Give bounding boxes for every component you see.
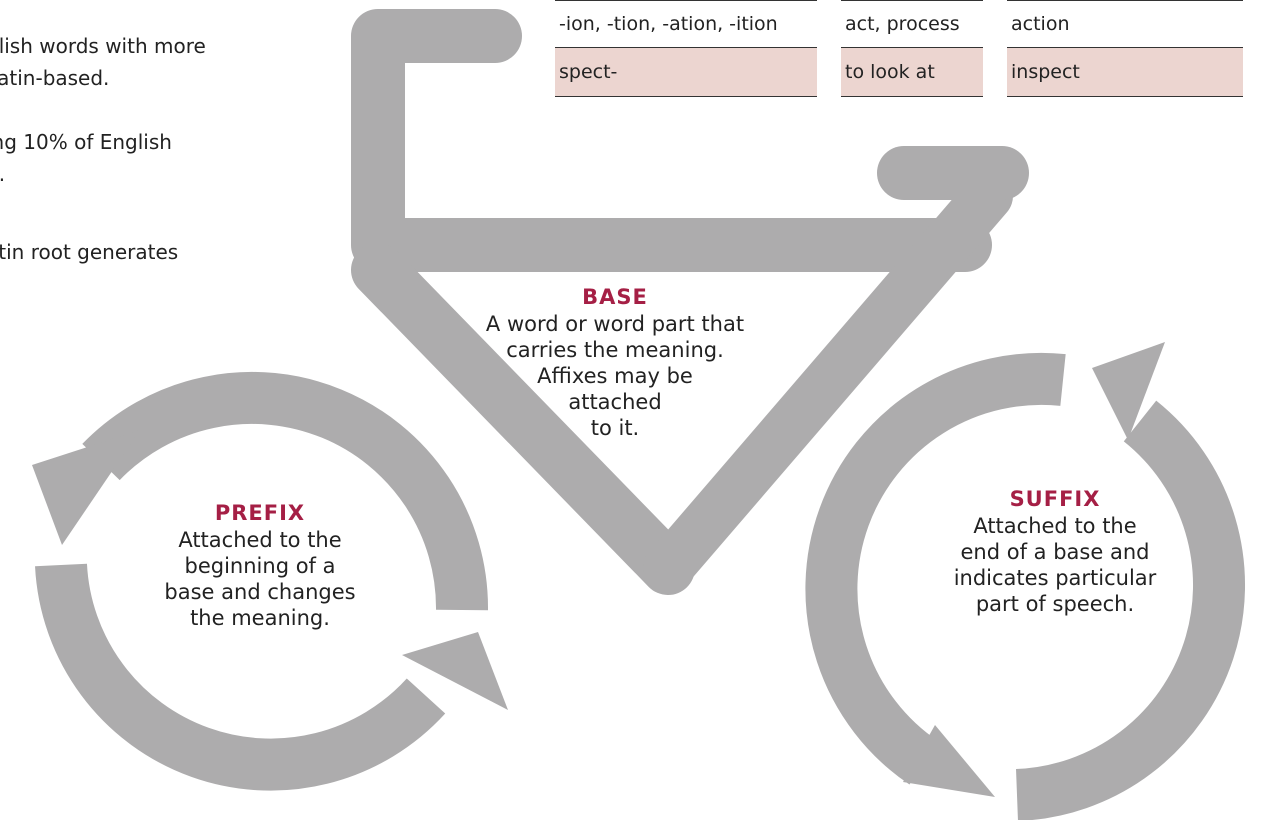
- example-cell: inspect: [1007, 48, 1243, 97]
- prefix-description: Attached to the beginning of a base and …: [164, 528, 356, 630]
- prefix-heading: PREFIX: [214, 501, 306, 525]
- suffix-heading: SUFFIX: [1009, 487, 1101, 511]
- example-cell: action: [1007, 0, 1243, 48]
- prefix-top-arrowhead: [32, 430, 140, 545]
- intro-line-5: atin root generates: [0, 240, 179, 264]
- intro-paragraph-1: glish words with more Latin-based.: [0, 30, 206, 94]
- prefix-wheel-upper-arc: [82, 371, 489, 611]
- suffix-label: SUFFIX Attached to the end of a base and…: [915, 486, 1195, 617]
- down-tube-shape: [351, 243, 695, 595]
- suffix-description: Attached to the end of a base and indica…: [953, 514, 1157, 616]
- suffix-top-arrowhead: [1092, 342, 1165, 440]
- base-heading: BASE: [582, 285, 648, 309]
- table-row: -ion, -tion, -ation, -ition act, process…: [555, 0, 1243, 48]
- meaning-cell: act, process: [841, 0, 983, 48]
- meaning-cell: to look at: [841, 48, 983, 97]
- root-cell: spect-: [555, 48, 817, 97]
- intro-paragraph-3: atin root generates: [0, 236, 178, 268]
- suffix-wheel-left-arc: [805, 352, 1066, 785]
- suffix-wheel-right-arc: [1015, 400, 1246, 820]
- prefix-label: PREFIX Attached to the beginning of a ba…: [120, 500, 400, 631]
- root-cell: -ion, -tion, -ation, -ition: [555, 0, 817, 48]
- table-row: spect- to look at inspect: [555, 48, 1243, 97]
- intro-line-4: d.: [0, 162, 5, 186]
- intro-line-3: ing 10% of English: [0, 130, 172, 154]
- base-description: A word or word part that carries the mea…: [485, 312, 745, 440]
- prefix-wheel-lower-arc: [35, 563, 446, 791]
- seat-tube-shape: [643, 171, 1013, 593]
- handlebar-shape: [351, 9, 992, 272]
- intro-paragraph-2: ing 10% of English d.: [0, 126, 172, 190]
- intro-line-1: glish words with more: [0, 34, 206, 58]
- prefix-bottom-arrowhead: [402, 632, 508, 710]
- base-label: BASE A word or word part that carries th…: [475, 284, 755, 441]
- suffix-bottom-arrowhead: [903, 725, 995, 797]
- roots-table: -ion, -tion, -ation, -ition act, process…: [555, 0, 1243, 97]
- intro-line-2: Latin-based.: [0, 66, 110, 90]
